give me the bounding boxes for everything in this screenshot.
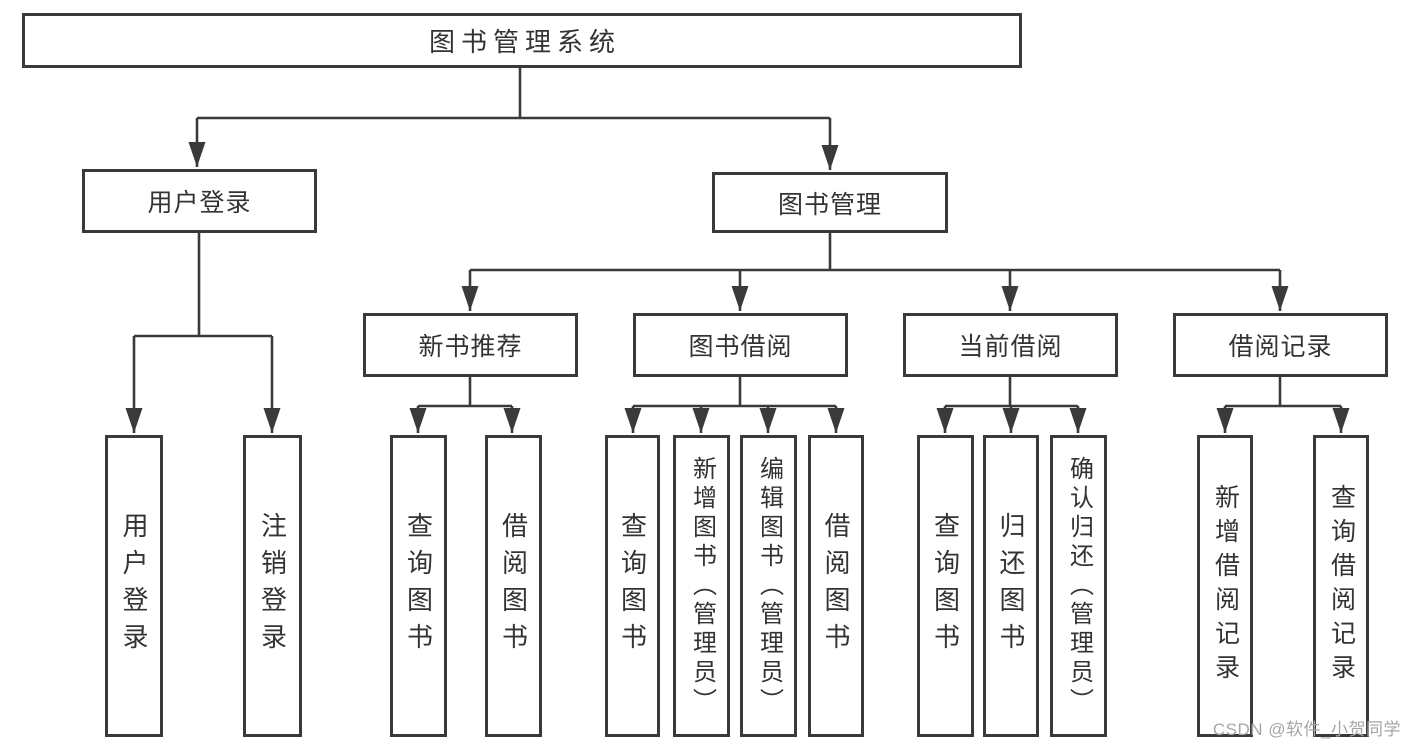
connector-borrow-records-to-leaves bbox=[1216, 377, 1350, 433]
node-borrow-records: 借阅记录 bbox=[1173, 313, 1388, 377]
node-new-book-recommend-label: 新书推荐 bbox=[418, 333, 523, 361]
connector-book-borrow-to-leaves bbox=[624, 377, 845, 433]
leaf-nb-query-book: 查询图书 bbox=[390, 435, 447, 737]
node-current-borrow-label: 当前借阅 bbox=[958, 333, 1063, 361]
leaf-bb-edit-book-label: 编辑图书（管理员） bbox=[755, 455, 783, 717]
node-book-borrow-label: 图书借阅 bbox=[688, 333, 793, 361]
connector-current-borrow-to-leaves bbox=[936, 377, 1087, 433]
leaf-bb-query-book: 查询图书 bbox=[605, 435, 660, 737]
leaf-nb-borrow-book: 借阅图书 bbox=[485, 435, 542, 737]
leaf-br-query-record: 查询借阅记录 bbox=[1313, 435, 1369, 737]
connector-book-mgmt-to-level3 bbox=[461, 233, 1289, 311]
leaf-cb-return-book-label: 归还图书 bbox=[996, 512, 1026, 660]
leaf-cb-query-book: 查询图书 bbox=[917, 435, 974, 737]
leaf-bb-borrow-book: 借阅图书 bbox=[808, 435, 864, 737]
leaf-bb-query-book-label: 查询图书 bbox=[617, 512, 648, 660]
leaf-cb-query-book-label: 查询图书 bbox=[930, 512, 961, 660]
node-new-book-recommend: 新书推荐 bbox=[363, 313, 578, 377]
node-root-label: 图书管理系统 bbox=[428, 27, 621, 57]
node-book-management: 图书管理 bbox=[712, 172, 948, 233]
connector-root-to-level2 bbox=[188, 68, 839, 170]
node-user-login-label: 用户登录 bbox=[147, 189, 252, 217]
node-borrow-records-label: 借阅记录 bbox=[1228, 333, 1333, 361]
leaf-br-query-record-label: 查询借阅记录 bbox=[1327, 484, 1356, 688]
node-book-borrow: 图书借阅 bbox=[633, 313, 848, 377]
leaf-nb-query-book-label: 查询图书 bbox=[403, 512, 434, 660]
leaf-bb-add-book: 新增图书（管理员） bbox=[673, 435, 730, 737]
node-user-login: 用户登录 bbox=[82, 169, 317, 233]
leaf-br-add-record-label: 新增借阅记录 bbox=[1211, 484, 1240, 688]
watermark: CSDN @软件_小贺同学 bbox=[1212, 720, 1401, 739]
node-current-borrow: 当前借阅 bbox=[903, 313, 1118, 377]
leaf-bb-add-book-label: 新增图书（管理员） bbox=[688, 455, 716, 717]
leaf-bb-borrow-book-label: 借阅图书 bbox=[821, 512, 851, 660]
leaf-cb-confirm-return-label: 确认归还（管理员） bbox=[1065, 455, 1093, 717]
leaf-br-add-record: 新增借阅记录 bbox=[1197, 435, 1253, 737]
leaf-logout: 注销登录 bbox=[243, 435, 302, 737]
leaf-user-login: 用户登录 bbox=[105, 435, 163, 737]
leaf-user-login-label: 用户登录 bbox=[119, 512, 149, 660]
leaf-cb-return-book: 归还图书 bbox=[983, 435, 1039, 737]
leaf-logout-label: 注销登录 bbox=[257, 512, 288, 660]
connector-user-login-to-leaves bbox=[125, 233, 281, 433]
leaf-nb-borrow-book-label: 借阅图书 bbox=[498, 512, 529, 660]
connector-new-books-to-leaves bbox=[409, 377, 521, 433]
leaf-cb-confirm-return: 确认归还（管理员） bbox=[1050, 435, 1107, 737]
node-root-system: 图书管理系统 bbox=[22, 13, 1022, 68]
leaf-bb-edit-book: 编辑图书（管理员） bbox=[740, 435, 797, 737]
node-book-management-label: 图书管理 bbox=[777, 190, 882, 219]
